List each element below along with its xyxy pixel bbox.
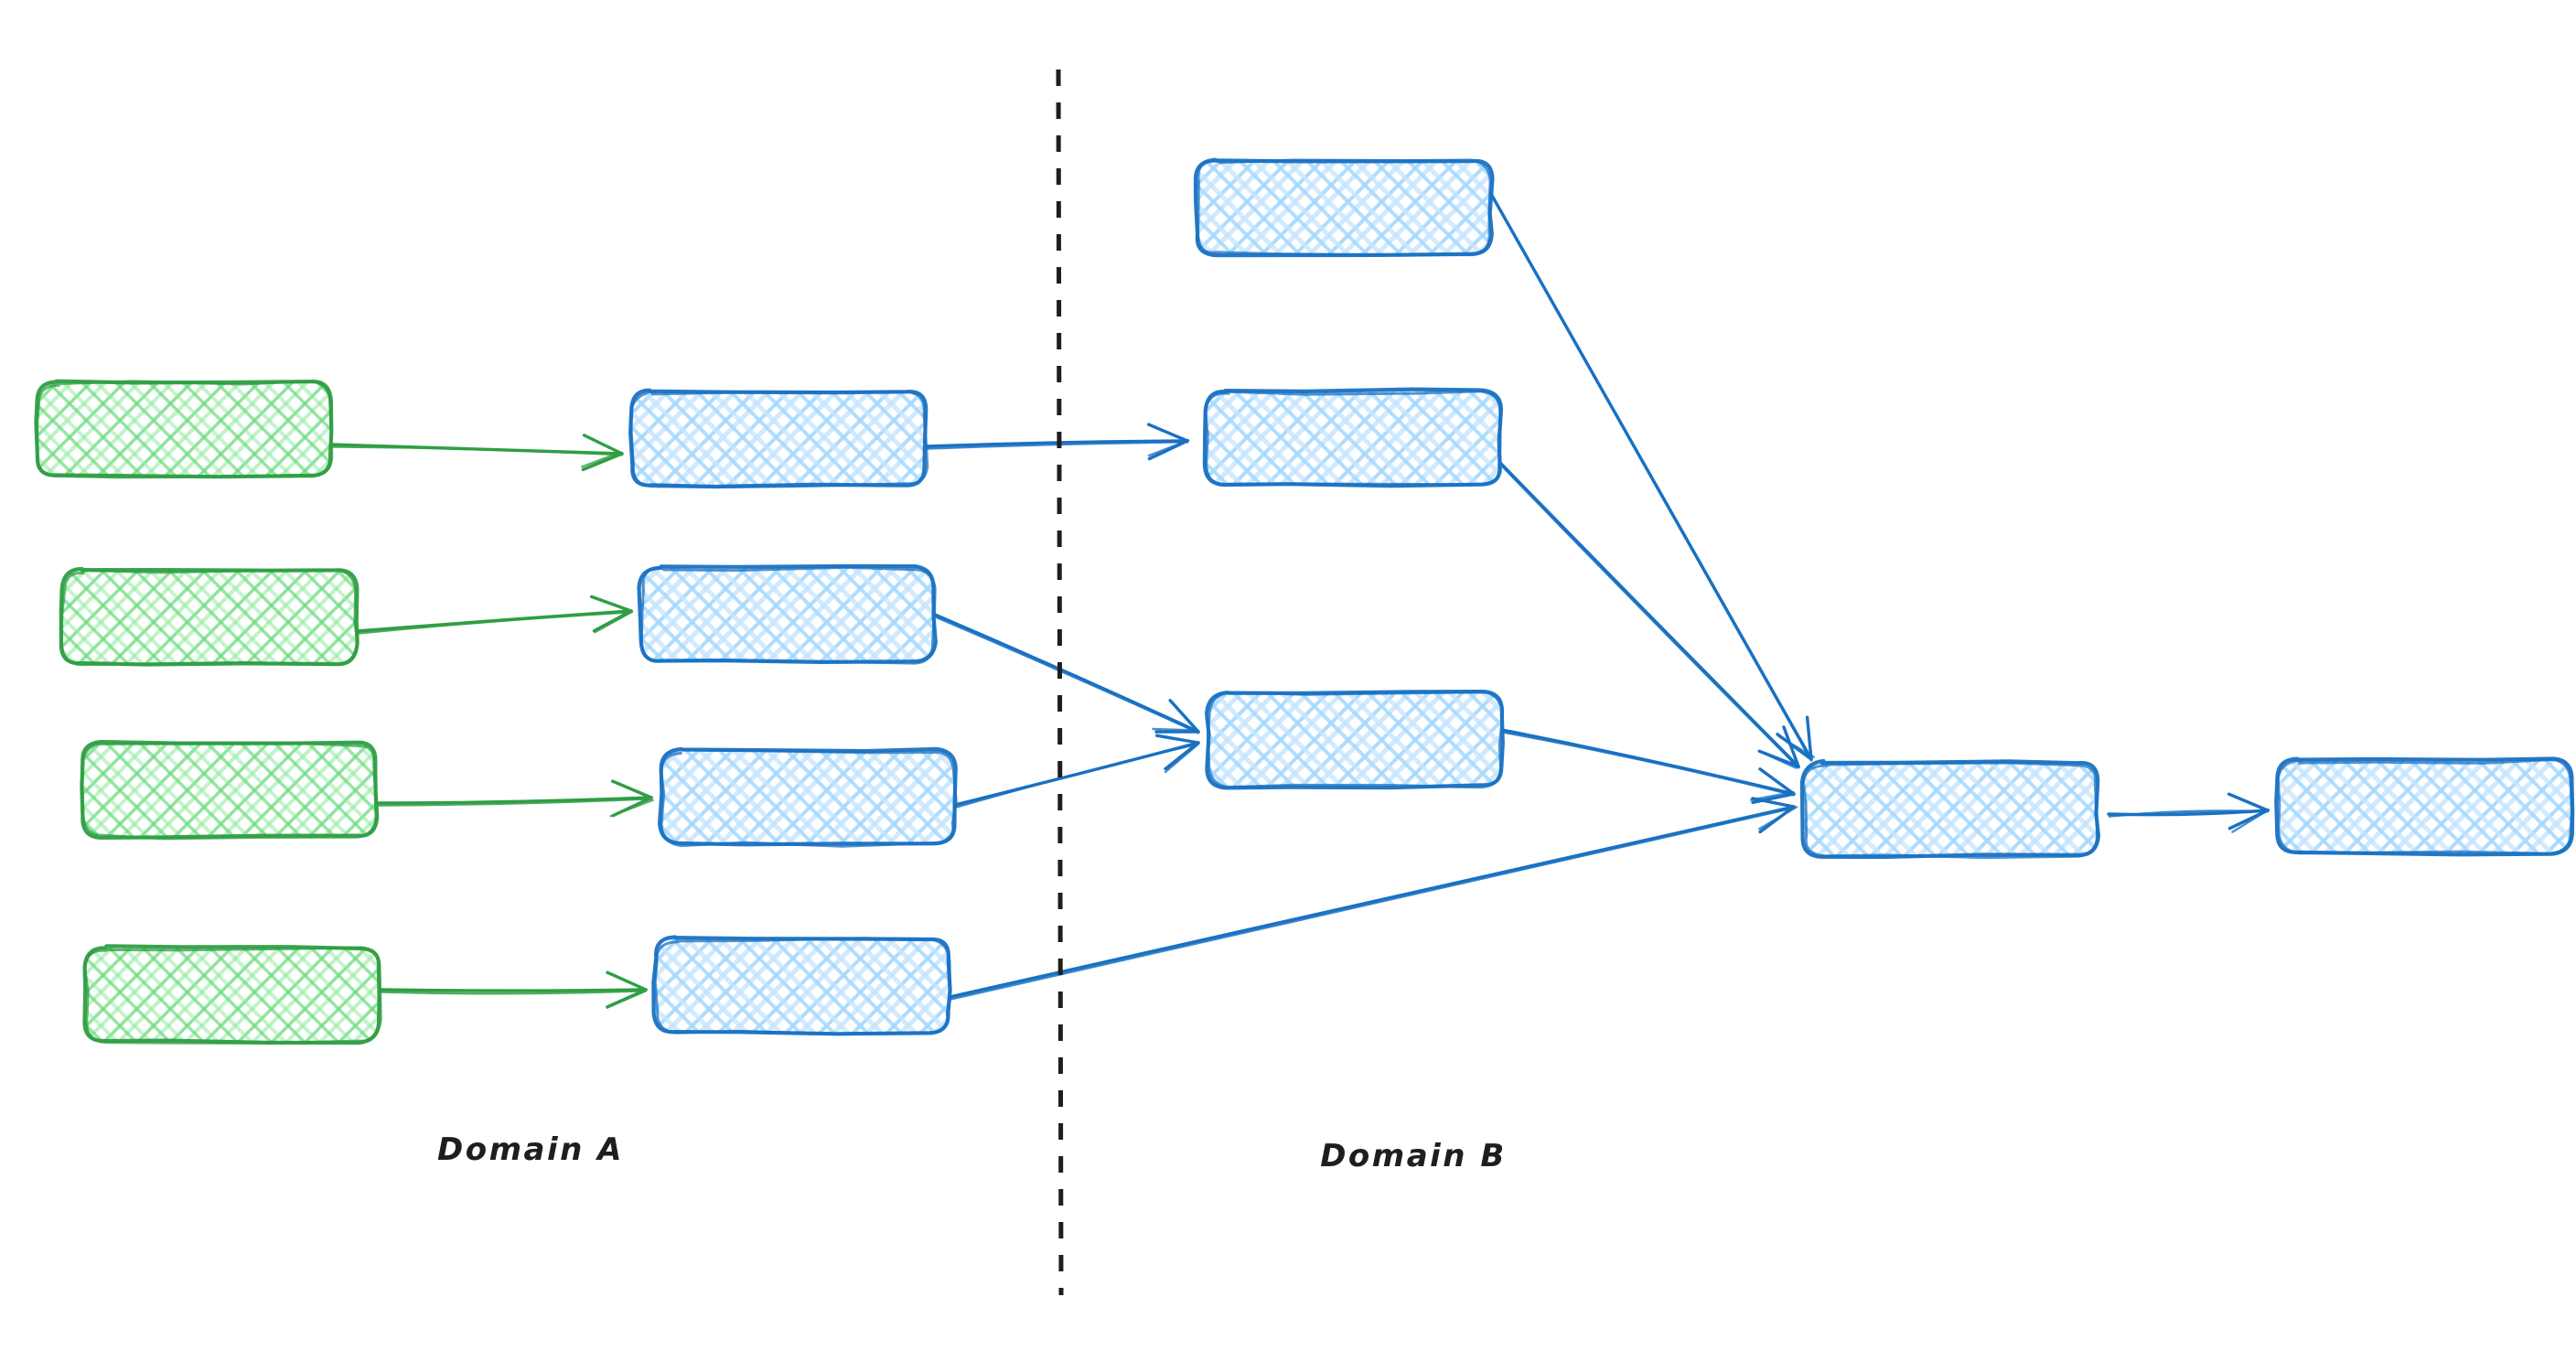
node-box-e1[interactable] xyxy=(2274,756,2575,857)
edge-a3-to-b3[interactable] xyxy=(374,779,654,818)
edge-c3-to-d1[interactable] xyxy=(1500,728,1796,804)
node-box-a2[interactable] xyxy=(59,566,360,667)
node-box-c3[interactable] xyxy=(1205,690,1505,790)
edge-b4-to-d1[interactable] xyxy=(948,797,1798,1001)
edge-c1-to-d1[interactable] xyxy=(1489,192,1815,762)
node-box-b2[interactable] xyxy=(637,563,938,665)
labels-layer: Domain A Domain B xyxy=(437,1131,1507,1174)
node-box-a3[interactable] xyxy=(80,740,380,841)
nodes-layer xyxy=(34,157,2575,1045)
edge-b2-to-c3[interactable] xyxy=(933,613,1200,734)
node-box-c1[interactable] xyxy=(1193,157,1495,258)
node-box-d1[interactable] xyxy=(1799,758,2100,860)
node-box-b4[interactable] xyxy=(651,935,952,1036)
node-box-a1[interactable] xyxy=(34,379,334,479)
edge-a2-to-b2[interactable] xyxy=(355,595,634,635)
label-domain-a: Domain A xyxy=(437,1131,624,1168)
edge-d1-to-e1[interactable] xyxy=(2107,792,2270,833)
node-box-b3[interactable] xyxy=(658,746,958,848)
domain-divider-line xyxy=(1056,69,1064,1296)
edge-b3-to-c3[interactable] xyxy=(953,734,1200,809)
edge-c2-to-d1[interactable] xyxy=(1498,461,1800,769)
node-box-a4[interactable] xyxy=(82,944,382,1045)
node-box-c2[interactable] xyxy=(1202,387,1504,488)
label-domain-b: Domain B xyxy=(1320,1138,1507,1174)
node-box-b1[interactable] xyxy=(628,388,929,489)
edge-a1-to-b1[interactable] xyxy=(329,434,624,472)
edges-layer xyxy=(329,192,2270,1009)
divider-layer xyxy=(1056,69,1064,1296)
edge-a4-to-b4[interactable] xyxy=(378,970,648,1009)
edge-b1-to-c2[interactable] xyxy=(924,423,1190,461)
